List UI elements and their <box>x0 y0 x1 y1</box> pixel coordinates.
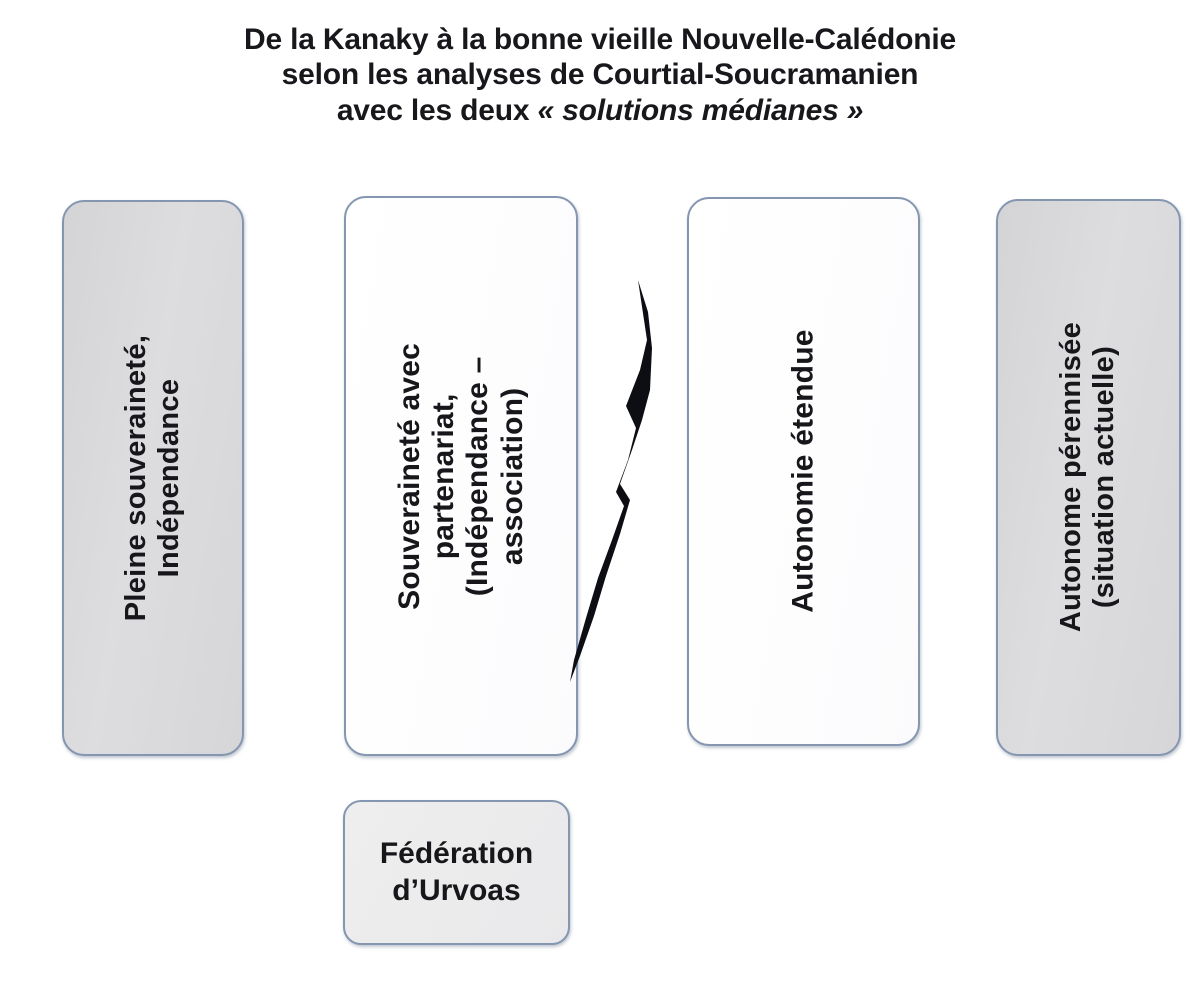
node-federation-urvoas[interactable]: Fédération d’Urvoas <box>343 800 570 945</box>
node-pleine-souverainete[interactable]: Pleine souveraineté, Indépendance <box>62 200 244 756</box>
node-pleine-souverainete-line-1: Pleine souveraineté, <box>119 334 152 622</box>
title-line-3-italic: « solutions médianes » <box>537 93 864 127</box>
node-autonome-perennisee-label: Autonome pérennisée (situation actuelle) <box>1055 322 1121 632</box>
node-federation-urvoas-label: Fédération d’Urvoas <box>380 836 533 909</box>
title-line-3-plain: avec les deux <box>336 93 538 127</box>
lightning-bolt-icon <box>570 280 652 682</box>
title-line-2: selon les analyses de Courtial-Soucraman… <box>281 58 919 92</box>
node-souverainete-partenariat-label: Souveraineté avec partenariat, (Indépend… <box>393 343 530 610</box>
node-pleine-souverainete-line-2: Indépendance <box>153 378 185 578</box>
node-autonomie-etendue[interactable]: Autonomie étendue <box>687 197 920 746</box>
diagram-title: De la Kanaky à la bonne vieille Nouvelle… <box>0 22 1200 128</box>
node-autonome-perennisee[interactable]: Autonome pérennisée (situation actuelle) <box>996 199 1181 756</box>
node-pleine-souverainete-label: Pleine souveraineté, Indépendance <box>120 335 186 621</box>
node-souverainete-partenariat-line-3: (Indépendance – <box>461 356 495 596</box>
title-line-1: De la Kanaky à la bonne vieille Nouvelle… <box>244 23 956 56</box>
node-autonomie-etendue-label: Autonomie étendue <box>786 330 820 613</box>
title-line-3: avec les deux « solutions médianes » <box>0 93 1200 128</box>
node-autonome-perennisee-line-2: (situation actuelle) <box>1088 346 1121 609</box>
node-souverainete-partenariat-line-4: association) <box>495 387 529 565</box>
node-souverainete-partenariat[interactable]: Souveraineté avec partenariat, (Indépend… <box>344 196 578 756</box>
node-souverainete-partenariat-line-1: Souveraineté avec <box>392 342 426 610</box>
node-autonome-perennisee-line-1: Autonome pérennisée <box>1055 322 1088 633</box>
node-souverainete-partenariat-line-2: partenariat, <box>426 393 460 559</box>
node-autonomie-etendue-line-1: Autonomie étendue <box>786 329 820 614</box>
node-federation-urvoas-line-1: Fédération <box>379 836 534 870</box>
node-federation-urvoas-line-2: d’Urvoas <box>392 873 521 907</box>
